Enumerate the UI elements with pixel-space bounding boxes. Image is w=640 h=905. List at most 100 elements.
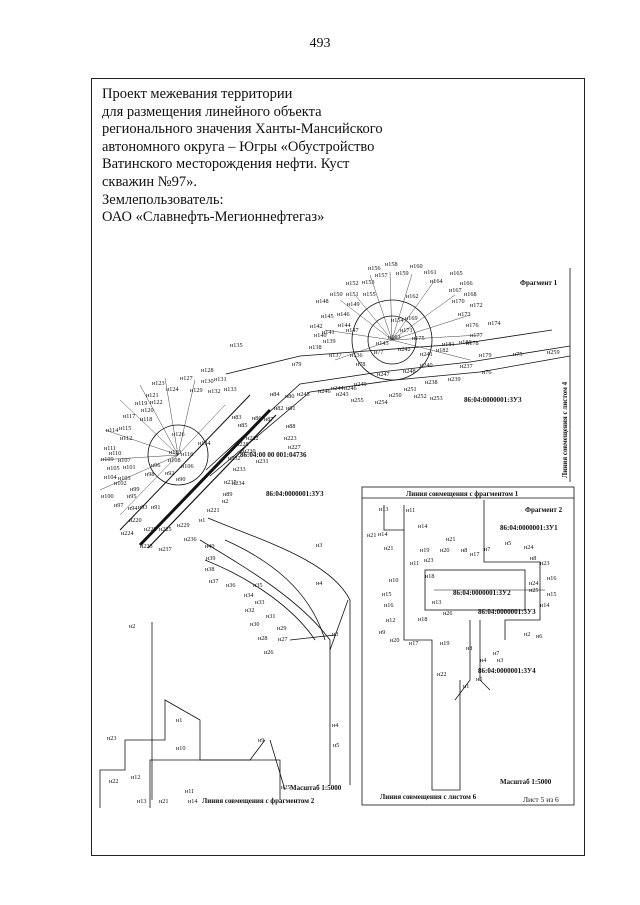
svg-text:н253: н253: [430, 395, 443, 402]
svg-text:н259: н259: [547, 349, 560, 356]
svg-text:н3: н3: [332, 631, 338, 638]
svg-text:н102: н102: [114, 480, 127, 487]
svg-text:н233: н233: [233, 466, 246, 473]
svg-text:н118: н118: [140, 416, 152, 423]
svg-text:н242: н242: [398, 346, 411, 353]
svg-text:н94: н94: [128, 505, 138, 512]
svg-text:н119: н119: [135, 400, 147, 407]
svg-text:н169: н169: [405, 315, 418, 322]
svg-text:н101: н101: [123, 464, 136, 471]
svg-text:н241: н241: [420, 351, 433, 358]
svg-text:н182: н182: [436, 347, 449, 354]
svg-text:н16: н16: [547, 575, 557, 582]
svg-text:н23: н23: [107, 735, 117, 742]
svg-text:н111: н111: [104, 445, 116, 452]
svg-text:н172: н172: [470, 302, 483, 309]
svg-text:н13: н13: [379, 506, 389, 513]
svg-text:н222: н222: [246, 435, 259, 442]
svg-text:н40: н40: [205, 543, 215, 550]
sheet4-junction-label: Линия совмещения с листом 4: [561, 381, 569, 478]
svg-text:н5: н5: [333, 742, 339, 749]
svg-text:н122: н122: [150, 399, 163, 406]
svg-text:н21: н21: [367, 532, 377, 539]
title-line-6: скважин №97».: [102, 173, 197, 190]
svg-text:н84: н84: [270, 391, 280, 398]
svg-text:н128: н128: [201, 367, 214, 374]
svg-text:н173: н173: [458, 311, 471, 318]
svg-text:н171: н171: [400, 327, 413, 334]
svg-text:н154: н154: [391, 317, 404, 324]
svg-text:н156: н156: [368, 265, 381, 272]
svg-text:н105: н105: [107, 465, 120, 472]
svg-text:н247: н247: [377, 371, 390, 378]
svg-text:н90: н90: [176, 476, 186, 483]
svg-text:н117: н117: [123, 413, 135, 420]
svg-text:н245: н245: [297, 391, 310, 398]
cadastral-label-6: 86:04:0000001:3У3: [478, 608, 536, 616]
svg-text:н248: н248: [403, 368, 416, 375]
svg-text:н243: н243: [336, 391, 349, 398]
svg-text:н17: н17: [409, 640, 419, 647]
fragment1-label: Фрагмент 1: [520, 279, 558, 287]
lower-boundary-link: [269, 739, 286, 791]
cadastral-label-2: 86:04:00 00 001:04736: [240, 451, 307, 459]
svg-text:н31: н31: [266, 613, 276, 620]
svg-text:н95: н95: [127, 493, 137, 500]
svg-text:н96: н96: [151, 462, 161, 469]
svg-text:н88: н88: [286, 423, 296, 430]
svg-text:н237: н237: [159, 546, 172, 553]
svg-text:н166: н166: [460, 280, 473, 287]
svg-text:н121: н121: [146, 392, 159, 399]
svg-text:н115: н115: [119, 425, 131, 432]
svg-text:н160: н160: [410, 263, 423, 270]
fragment2-n4-n3: [479, 620, 491, 691]
svg-text:н99: н99: [130, 486, 140, 493]
svg-text:н9: н9: [379, 629, 385, 636]
cadastral-label-3: 86:04:0000001:3У3: [266, 490, 324, 498]
svg-text:н139: н139: [323, 338, 336, 345]
svg-text:н37: н37: [209, 578, 219, 585]
svg-text:н29: н29: [277, 625, 287, 632]
svg-text:н2: н2: [129, 623, 135, 630]
svg-text:н21: н21: [159, 798, 169, 805]
svg-text:н223: н223: [140, 543, 153, 550]
svg-text:н108: н108: [168, 457, 181, 464]
svg-text:н20: н20: [440, 547, 450, 554]
svg-text:н225: н225: [159, 526, 172, 533]
svg-text:н220: н220: [129, 517, 142, 524]
svg-text:н2: н2: [524, 631, 530, 638]
svg-text:н24: н24: [529, 580, 539, 587]
svg-text:н19: н19: [420, 547, 430, 554]
road-edge: [147, 414, 277, 549]
svg-text:н110: н110: [109, 450, 121, 457]
svg-text:н11: н11: [185, 788, 194, 795]
svg-text:н146: н146: [337, 311, 350, 318]
svg-text:н91: н91: [151, 504, 161, 511]
svg-text:н35: н35: [253, 582, 263, 589]
svg-text:н132: н132: [208, 388, 221, 395]
svg-text:н12: н12: [386, 617, 396, 624]
svg-text:н1: н1: [176, 717, 182, 724]
sheet-info-label: Лист 5 из 6: [523, 795, 559, 804]
scale-fragment2-label: Масштаб 1:5000: [500, 778, 552, 786]
svg-text:н14: н14: [378, 531, 388, 538]
corridor-line-north: [225, 329, 553, 375]
fragment2-n14-n22: [403, 505, 461, 791]
svg-text:н147: н147: [346, 327, 359, 334]
title-line-5: Ватинского месторождения нефти. Куст: [102, 156, 350, 173]
svg-text:н158: н158: [385, 261, 398, 268]
svg-text:н178: н178: [466, 340, 479, 347]
svg-text:н240: н240: [420, 362, 433, 369]
svg-text:н8: н8: [466, 645, 472, 652]
title-line-8: ОАО «Славнефть-Мегионнефтегаз»: [102, 209, 325, 226]
svg-text:н155: н155: [363, 291, 376, 298]
svg-text:н150: н150: [330, 291, 343, 298]
svg-text:н224: н224: [121, 530, 134, 537]
svg-text:н78: н78: [356, 361, 366, 368]
svg-text:н124: н124: [166, 386, 179, 393]
svg-text:н14: н14: [188, 798, 198, 805]
svg-text:н10: н10: [176, 745, 186, 752]
svg-text:н135: н135: [230, 342, 243, 349]
svg-text:н104: н104: [104, 474, 117, 481]
